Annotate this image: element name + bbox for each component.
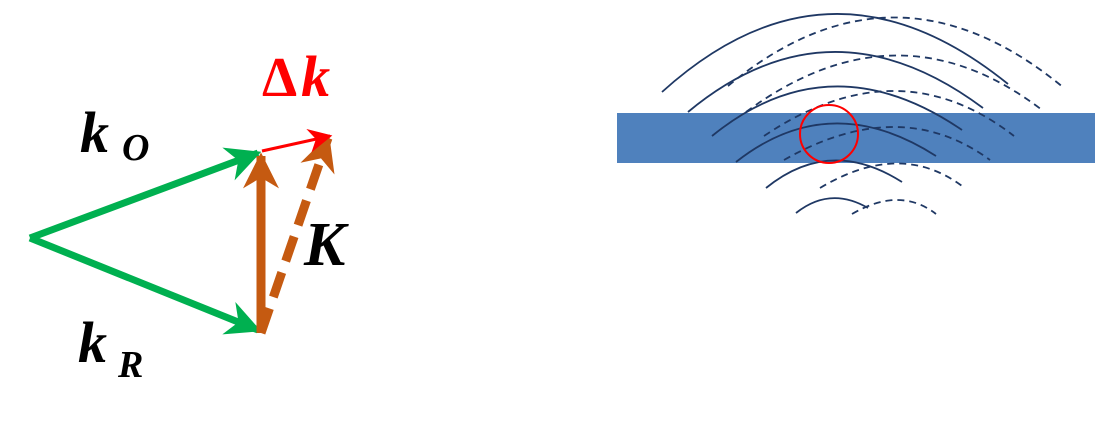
solid-wavefront-3 [711,85,963,137]
grating-vector-label: K [303,211,349,279]
k-r-label: k R [78,310,143,386]
solid-wavefront-6 [795,197,869,214]
dashed-wavefronts [727,16,1065,215]
dashed-wavefront-1 [727,16,1065,89]
delta-k-label: Δ k [262,44,330,109]
k-o-label: k O [80,100,149,169]
wave-vector-diagram: k O k R Δ k K [28,44,349,386]
dashed-wavefront-4 [783,126,991,161]
delta-k-letter: k [301,44,330,109]
k-o-label-subscript: O [122,127,149,169]
delta-k-arrow [261,128,333,153]
dashed-wavefront-3 [763,90,1015,137]
k-o-label-main: k [80,100,109,165]
solid-wavefront-1 [661,13,1009,93]
solid-wavefront-4 [735,122,937,163]
solid-wavefront-2 [687,51,984,113]
dashed-wavefront-5 [819,162,963,189]
delta-symbol: Δ [262,47,297,109]
solid-wavefronts [661,13,1009,214]
k-o-arrow [28,147,262,242]
solid-wavefront-5 [765,159,903,189]
grating-vector-k-dashed-arrow [256,134,335,335]
wavefront-diagram [617,13,1095,215]
k-r-label-subscript: R [117,344,143,386]
dashed-wavefront-6 [851,199,937,215]
highlight-circle [799,104,859,164]
recording-layer [617,113,1095,163]
dashed-wavefront-2 [745,54,1043,113]
k-r-label-main: k [78,310,107,375]
k-r-arrow [28,234,262,335]
